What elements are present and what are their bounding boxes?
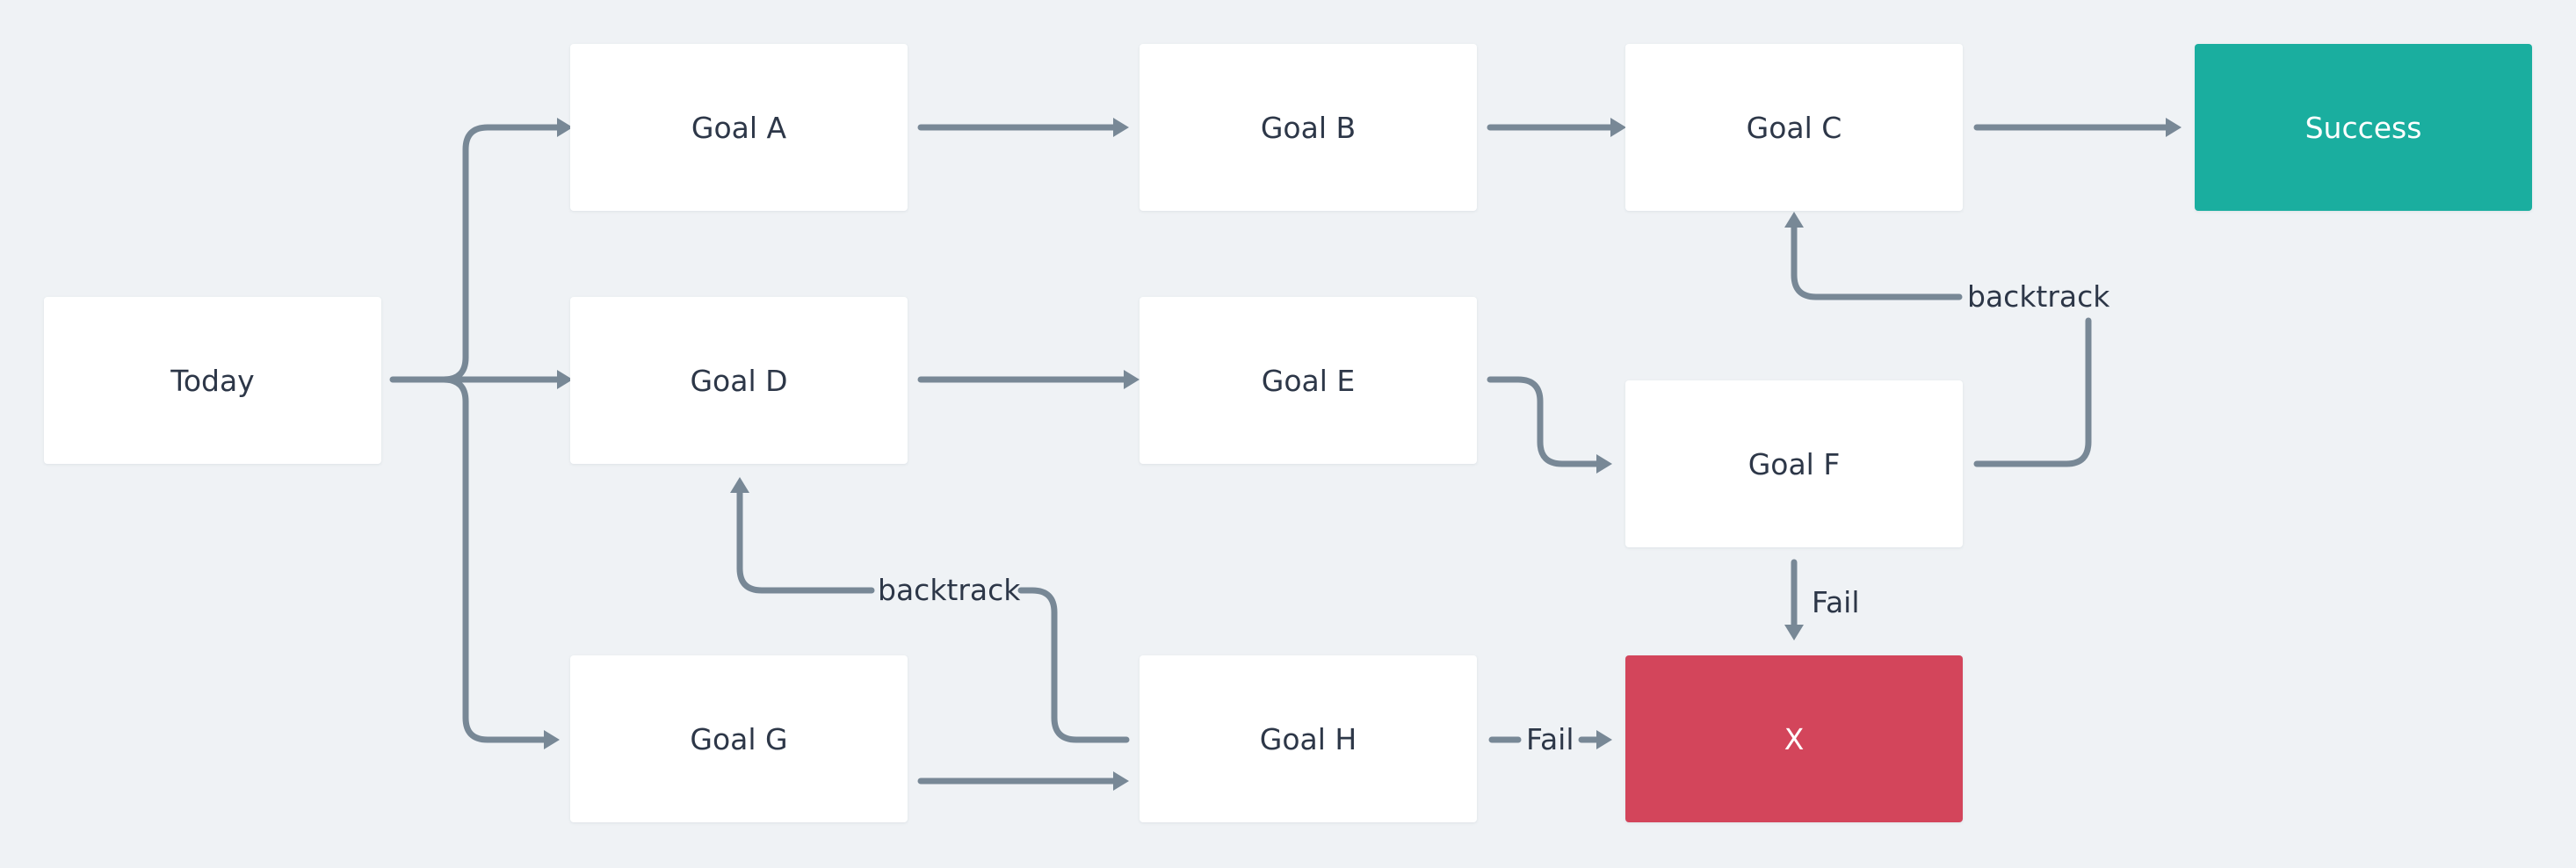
edge-goal-h-to-goal-d-backtrack-return xyxy=(736,488,875,594)
node-goal-c-label: Goal C xyxy=(1746,110,1842,145)
arrowhead-icon xyxy=(1124,370,1140,389)
node-goal-e: Goal E xyxy=(1140,297,1477,464)
node-goal-c: Goal C xyxy=(1625,44,1963,211)
node-goal-a: Goal A xyxy=(570,44,908,211)
arrowhead-icon xyxy=(557,370,573,389)
node-goal-d-label: Goal D xyxy=(690,363,788,398)
edge-goal-f-to-goal-c-backtrack-return xyxy=(1791,223,1963,300)
arrowhead-icon xyxy=(1113,771,1129,791)
edge-goal-f-to-goal-c-backtrack xyxy=(1973,317,2092,467)
node-today-label: Today xyxy=(170,363,255,398)
arrowhead-icon xyxy=(557,118,573,137)
node-goal-e-label: Goal E xyxy=(1261,363,1356,398)
node-goal-b-label: Goal B xyxy=(1260,110,1357,145)
node-x: X xyxy=(1625,655,1963,822)
node-x-label: X xyxy=(1784,721,1805,756)
arrowhead-icon xyxy=(1784,212,1804,228)
arrowhead-icon xyxy=(544,730,560,749)
node-goal-g: Goal G xyxy=(570,655,908,822)
node-goal-f-label: Goal F xyxy=(1747,446,1841,481)
arrowhead-icon xyxy=(1610,118,1626,137)
node-goal-b: Goal B xyxy=(1140,44,1477,211)
node-today: Today xyxy=(44,297,381,464)
edge-label-fail-f-x: Fail xyxy=(1812,585,1860,619)
node-goal-d: Goal D xyxy=(570,297,908,464)
edge-label-fail-h-x: Fail xyxy=(1526,722,1574,756)
arrowhead-icon xyxy=(2166,118,2182,137)
arrowhead-icon xyxy=(1784,625,1804,640)
arrowhead-icon xyxy=(1113,118,1129,137)
edge-today-to-goal-g xyxy=(440,376,548,743)
edge-goal-h-to-goal-d-backtrack xyxy=(1017,587,1130,743)
node-success: Success xyxy=(2195,44,2532,211)
node-goal-h: Goal H xyxy=(1140,655,1477,822)
edge-goal-e-to-goal-f xyxy=(1487,376,1601,467)
node-goal-h-label: Goal H xyxy=(1259,721,1357,756)
node-goal-f: Goal F xyxy=(1625,380,1963,547)
arrowhead-icon xyxy=(1596,454,1612,474)
arrowhead-icon xyxy=(1596,730,1612,749)
node-goal-g-label: Goal G xyxy=(690,721,788,756)
node-success-label: Success xyxy=(2305,110,2422,145)
edge-label-backtrack-f-c: backtrack xyxy=(1967,279,2110,314)
arrowhead-icon xyxy=(730,477,749,493)
edge-label-backtrack-h-d: backtrack xyxy=(878,573,1021,607)
node-goal-a-label: Goal A xyxy=(691,110,787,145)
edge-today-to-goal-a xyxy=(389,124,561,383)
